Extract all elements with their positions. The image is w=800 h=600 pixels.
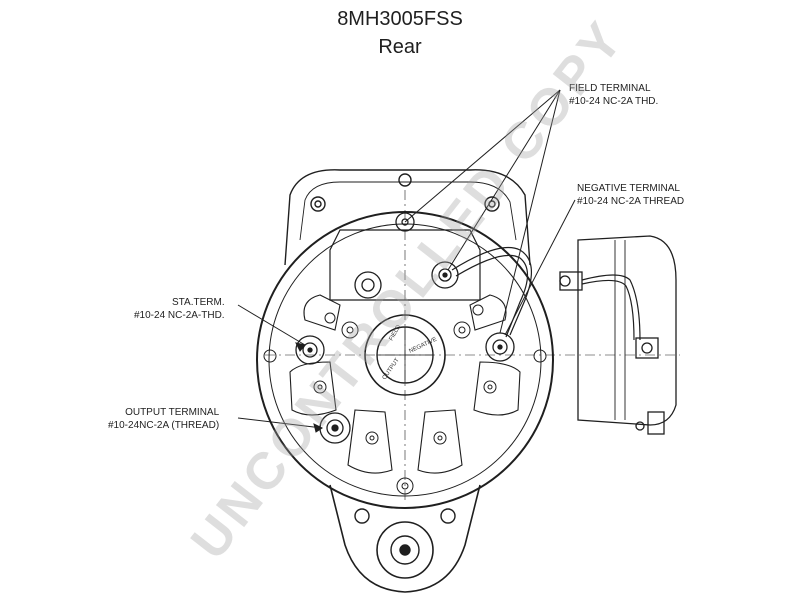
callout-output-terminal-line2: #10-24NC-2A (THREAD) <box>108 420 220 431</box>
leader-lines <box>237 89 576 433</box>
hub-label-field: FIELD <box>389 324 403 342</box>
sta-terminal <box>295 335 325 365</box>
callout-output-terminal: OUTPUT TERMINAL #10-24NC-2A (THREAD) <box>108 406 219 432</box>
center-top-stud <box>395 212 415 232</box>
output-terminal <box>319 412 351 444</box>
ear-bolt-right <box>484 196 500 212</box>
callout-sta-terminal: STA.TERM. #10-24 NC-2A-THD. <box>134 296 225 322</box>
callout-field-terminal-line1: FIELD TERMINAL <box>569 83 651 94</box>
top-mounting-ear <box>284 169 531 266</box>
top-left-terminal <box>354 271 382 299</box>
view-label: Rear <box>378 36 422 58</box>
callout-field-terminal-line2: #10-24 NC-2A THD. <box>569 96 659 107</box>
callout-sta-terminal-line1: STA.TERM. <box>172 297 225 308</box>
field-terminal <box>431 261 459 289</box>
diode-studs <box>263 304 547 495</box>
callout-sta-terminal-line2: #10-24 NC-2A-THD. <box>134 310 225 321</box>
part-number-title: 8MH3005FSS <box>337 8 463 30</box>
callout-negative-terminal: NEGATIVE TERMINAL #10-24 NC-2A THREAD <box>577 182 684 208</box>
bottom-pivot-inner <box>390 535 420 565</box>
callout-negative-terminal-line1: NEGATIVE TERMINAL <box>577 183 680 194</box>
bottom-lug <box>329 484 481 593</box>
hub-label-output: OUTPUT <box>382 357 401 381</box>
ear-bolt-left <box>310 196 326 212</box>
center-hub-outer <box>364 314 446 396</box>
callout-output-terminal-line1: OUTPUT TERMINAL <box>125 407 220 418</box>
vent-pockets <box>289 294 521 474</box>
bottom-pivot-outer <box>376 521 434 579</box>
callout-field-terminal: FIELD TERMINAL #10-24 NC-2A THD. <box>569 82 658 108</box>
ear-bolt-center <box>398 173 412 187</box>
side-regulator <box>559 235 677 435</box>
callout-negative-terminal-line2: #10-24 NC-2A THREAD <box>577 196 685 207</box>
negative-terminal <box>485 332 515 362</box>
